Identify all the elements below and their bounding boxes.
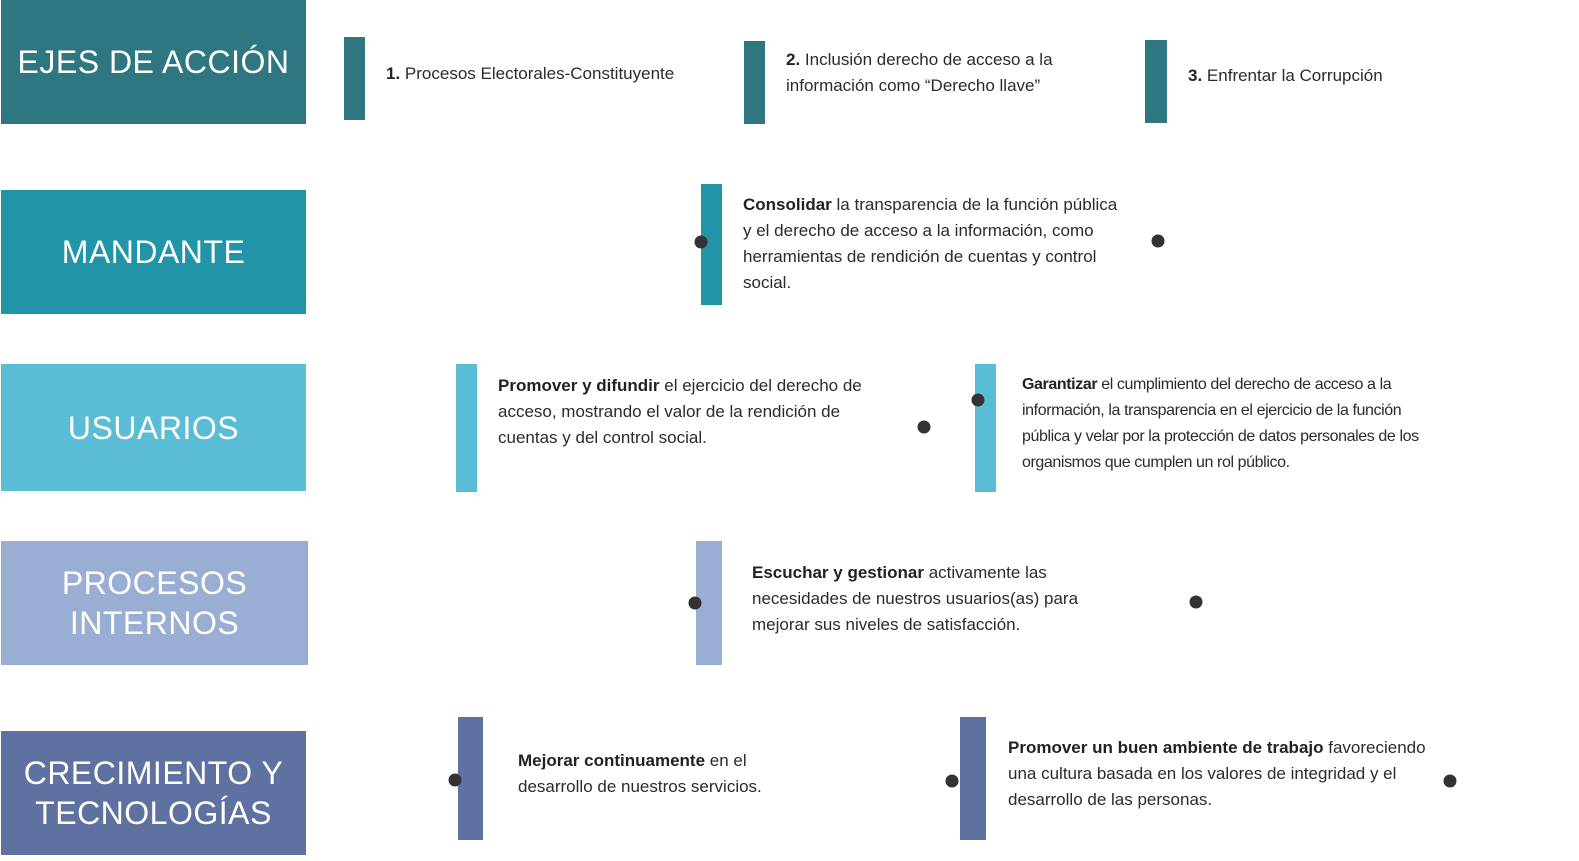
usuarios-objetivo-2-bar [975,364,996,492]
eje-1-text: 1. Procesos Electorales-Constituyente [386,61,726,87]
eje-3-number: 3. [1188,66,1203,85]
eje-3-bar [1145,40,1167,123]
crecimiento-objetivo-2-rest: favoreciendo una cultura basada en los v… [1008,738,1426,809]
usuarios-objetivo-1-bold: Promover y difundir [498,376,660,395]
row-label-text-line2: TECNOLOGÍAS [35,795,272,831]
mandante-objetivo-bar [701,184,722,305]
row-label-crecimiento-y-tecnologias: CRECIMIENTO Y TECNOLOGÍAS [1,731,306,855]
row-label-text: USUARIOS [67,409,240,446]
crecimiento-objetivo-2-text: Promover un buen ambiente de trabajo fav… [1008,735,1433,813]
row-label-text-line1: PROCESOS [61,565,248,601]
connector-dot [1151,234,1165,248]
crecimiento-objetivo-1-bar [458,717,483,840]
eje-3-label: Enfrentar la Corrupción [1206,66,1383,85]
usuarios-objetivo-2-bold: Garantizar [1022,376,1098,393]
connector-dot [917,420,931,434]
eje-2-bar [744,41,765,124]
usuarios-objetivo-2-text: Garantizar el cumplimiento del derecho d… [1022,372,1452,476]
row-label-text: MANDANTE [61,234,246,270]
mandante-objetivo-text: Consolidar la transparencia de la funció… [743,192,1118,296]
row-label-text-line1: CRECIMIENTO Y [23,755,284,791]
row-label-ejes-de-accion: EJES DE ACCIÓN [1,0,306,124]
connector-dot [1443,774,1457,788]
usuarios-objetivo-1-text: Promover y difundir el ejercicio del der… [498,373,893,451]
procesos-objetivo-text: Escuchar y gestionar activamente las nec… [752,560,1137,638]
eje-3-text: 3. Enfrentar la Corrupción [1188,63,1528,89]
mandante-objetivo-rest: la transparencia de la función pública y… [743,195,1118,292]
eje-2-number: 2. [786,50,801,69]
crecimiento-objetivo-2-bold: Promover un buen ambiente de trabajo [1008,738,1324,757]
mandante-objetivo-bold: Consolidar [743,195,832,214]
crecimiento-objetivo-1-text: Mejorar continuamente en el desarrollo d… [518,748,818,800]
row-label-usuarios: USUARIOS [1,364,306,491]
eje-1-bar [344,37,365,120]
row-label-procesos-internos: PROCESOS INTERNOS [1,541,308,665]
procesos-objetivo-rest: activamente las necesidades de nuestros … [752,563,1079,634]
connector-dot [694,235,708,249]
eje-2-text: 2. Inclusión derecho de acceso a la info… [786,47,1126,99]
usuarios-objetivo-1-bar [456,364,477,492]
usuarios-objetivo-2-rest: el cumplimiento del derecho de acceso a … [1022,376,1419,471]
connector-dot [1189,595,1203,609]
usuarios-objetivo-1-rest: el ejercicio del derecho de acceso, most… [498,376,862,447]
crecimiento-objetivo-1-rest: en el desarrollo de nuestros servicios. [518,751,762,796]
eje-2-label-line1: Inclusión derecho de acceso a la [804,50,1053,69]
eje-1-label: Procesos Electorales-Constituyente [404,64,675,83]
row-label-mandante: MANDANTE [1,190,306,314]
row-label-text: EJES DE ACCIÓN [17,44,290,80]
connector-dot [971,393,985,407]
connector-dot [448,773,462,787]
crecimiento-objetivo-1-bold: Mejorar continuamente [518,751,706,770]
crecimiento-objetivo-2-bar [960,717,986,840]
connector-dot [945,774,959,788]
eje-2-label-line2: información como “Derecho llave” [786,76,1041,95]
eje-1-number: 1. [386,64,401,83]
connector-dot [688,596,702,610]
procesos-objetivo-bold: Escuchar y gestionar [752,563,924,582]
row-label-text-line2: INTERNOS [69,605,240,641]
